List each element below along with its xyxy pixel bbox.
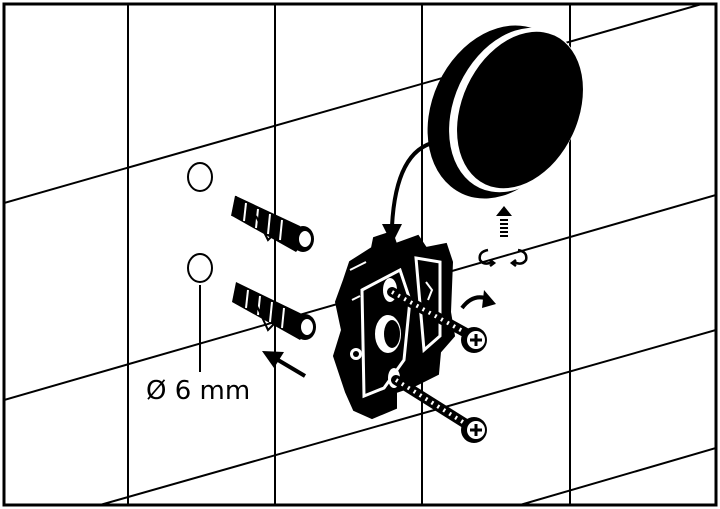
drill-diameter-label: Ø 6 mm <box>146 376 250 406</box>
drill-hole-top <box>187 162 213 192</box>
insert-arrow-icon <box>262 351 307 378</box>
tighten-rotation-icon <box>478 248 528 267</box>
mounting-bracket-icon <box>332 230 456 420</box>
cap-attach-arrow-icon <box>382 140 437 244</box>
grub-screw-icon <box>496 206 512 237</box>
screw-bottom-icon <box>391 375 487 443</box>
round-cover-cap-icon <box>427 25 583 199</box>
drill-hole-bottom <box>187 253 213 283</box>
wall-plug-top-icon <box>231 195 314 252</box>
wall-plug-bottom-icon <box>232 282 316 340</box>
rotate-arrow-icon <box>460 290 496 310</box>
screw-top-icon <box>387 287 487 353</box>
drill-holes <box>187 162 213 283</box>
